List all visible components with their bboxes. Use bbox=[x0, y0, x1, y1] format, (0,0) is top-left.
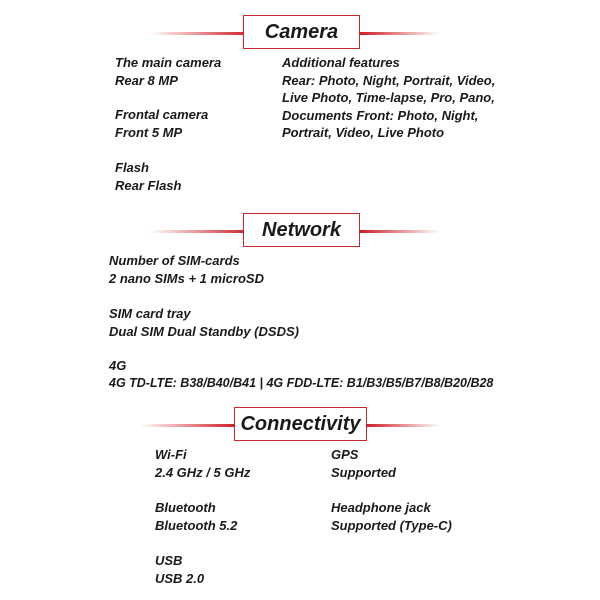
connectivity-usb-block: USB USB 2.0 bbox=[155, 552, 204, 587]
connectivity-gps-label: GPS bbox=[331, 447, 359, 462]
camera-main-value: Rear 8 MP bbox=[115, 72, 178, 88]
connectivity-section-title: Connectivity bbox=[234, 407, 367, 441]
network-lte-label: 4G bbox=[109, 358, 127, 373]
camera-flash-value: Rear Flash bbox=[115, 177, 182, 193]
connectivity-bluetooth-label: Bluetooth bbox=[155, 500, 216, 515]
camera-main-block: The main camera Rear 8 MP bbox=[115, 54, 221, 89]
connectivity-gps-block: GPS Supported bbox=[331, 446, 396, 481]
connectivity-gps-value: Supported bbox=[331, 464, 396, 480]
network-sim-count-block: Number of SIM-cards 2 nano SIMs + 1 micr… bbox=[109, 252, 264, 287]
header-left-rule bbox=[150, 230, 250, 233]
connectivity-bluetooth-block: Bluetooth Bluetooth 5.2 bbox=[155, 499, 237, 534]
connectivity-wifi-value: 2.4 GHz / 5 GHz bbox=[155, 464, 251, 480]
header-right-rule bbox=[360, 230, 440, 233]
camera-flash-block: Flash Rear Flash bbox=[115, 159, 181, 194]
camera-features-label: Additional features bbox=[282, 55, 400, 70]
camera-main-label: The main camera bbox=[115, 55, 222, 70]
network-sim-count-label: Number of SIM-cards bbox=[109, 253, 240, 268]
camera-features-line: Documents Front: Photo, Night, bbox=[282, 107, 479, 123]
network-lte-value: 4G TD-LTE: B38/B40/B41 | 4G FDD-LTE: B1/… bbox=[109, 375, 494, 390]
camera-flash-label: Flash bbox=[115, 160, 149, 175]
connectivity-wifi-label: Wi-Fi bbox=[155, 447, 187, 462]
connectivity-section-header: Connectivity bbox=[0, 407, 600, 443]
camera-section-title: Camera bbox=[243, 15, 360, 49]
network-sim-tray-label: SIM card tray bbox=[109, 306, 191, 321]
network-sim-tray-block: SIM card tray Dual SIM Dual Standby (DSD… bbox=[109, 305, 299, 340]
connectivity-usb-label: USB bbox=[155, 553, 183, 568]
camera-features-line: Rear: Photo, Night, Portrait, Video, bbox=[282, 72, 496, 88]
connectivity-usb-value: USB 2.0 bbox=[155, 570, 205, 586]
network-lte-block: 4G 4G TD-LTE: B38/B40/B41 | 4G FDD-LTE: … bbox=[109, 357, 493, 392]
connectivity-headphone-label: Headphone jack bbox=[331, 500, 431, 515]
network-section-header: Network bbox=[0, 213, 600, 249]
camera-front-value: Front 5 MP bbox=[115, 124, 183, 140]
camera-section-header: Camera bbox=[0, 15, 600, 51]
connectivity-headphone-value: Supported (Type-C) bbox=[331, 517, 452, 533]
header-right-rule bbox=[366, 424, 440, 427]
network-sim-tray-value: Dual SIM Dual Standby (DSDS) bbox=[109, 323, 299, 339]
camera-features-line: Live Photo, Time-lapse, Pro, Pano, bbox=[282, 90, 495, 105]
header-right-rule bbox=[360, 32, 440, 35]
connectivity-wifi-block: Wi-Fi 2.4 GHz / 5 GHz bbox=[155, 446, 250, 481]
header-left-rule bbox=[150, 32, 250, 35]
camera-features-block: Additional features Rear: Photo, Night, … bbox=[282, 54, 495, 142]
connectivity-headphone-block: Headphone jack Supported (Type-C) bbox=[331, 499, 452, 534]
connectivity-bluetooth-value: Bluetooth 5.2 bbox=[155, 517, 238, 533]
camera-features-line: Portrait, Video, Live Photo bbox=[282, 125, 445, 140]
network-section-title: Network bbox=[243, 213, 360, 247]
network-sim-count-value: 2 nano SIMs + 1 microSD bbox=[109, 270, 264, 286]
camera-front-label: Frontal camera bbox=[115, 107, 209, 122]
camera-front-block: Frontal camera Front 5 MP bbox=[115, 106, 208, 141]
header-left-rule bbox=[140, 424, 235, 427]
